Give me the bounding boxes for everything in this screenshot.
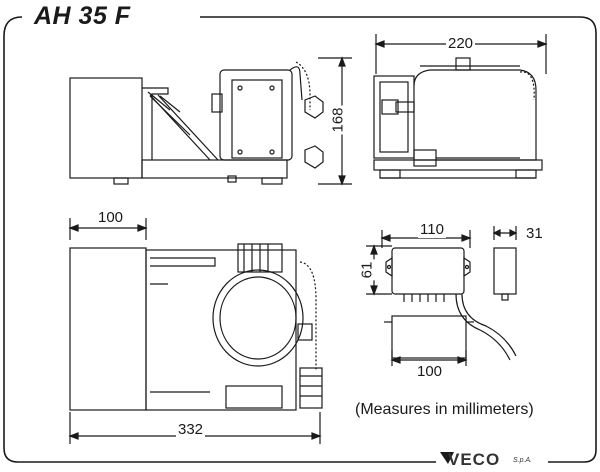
dim-31-label: 31 — [524, 225, 545, 242]
dim-168-label: 168 — [329, 105, 347, 135]
sheet-frame — [3, 16, 597, 463]
dim-332-label: 332 — [176, 421, 206, 438]
dim-100-top-label: 100 — [96, 209, 126, 226]
top-view — [68, 218, 323, 411]
dim-220-label: 220 — [446, 35, 476, 52]
control-box-view — [366, 226, 518, 366]
logo-triangle — [440, 452, 454, 464]
drawing-title: AH 35 F — [28, 2, 137, 31]
dim-61-label: 61 — [358, 259, 376, 281]
dim-110-label: 110 — [418, 221, 446, 238]
measures-note: (Measures in millimeters) — [355, 401, 534, 418]
brand-suffix: S.p.A. — [513, 457, 533, 464]
front-view — [373, 34, 548, 179]
dim-100-bracket-label: 100 — [415, 363, 445, 380]
brand-logo: VECO — [448, 450, 501, 469]
side-view — [69, 61, 324, 185]
